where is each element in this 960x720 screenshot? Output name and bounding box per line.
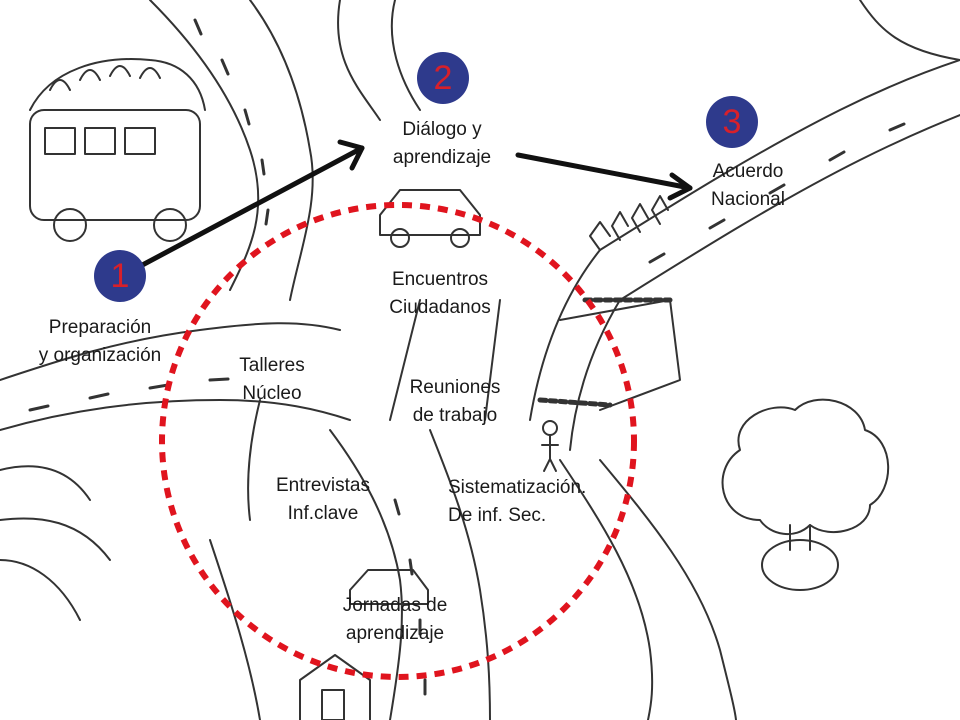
activity-jornadas: Jornadas de aprendizaje	[310, 592, 480, 648]
stage-2-number: 2	[433, 58, 453, 97]
tree-icon	[721, 398, 890, 591]
activity-encuentros: Encuentros Ciudadanos	[360, 266, 520, 322]
activity-talleres-line-1: Talleres	[239, 355, 305, 376]
activity-entrevistas-line-2: Inf.clave	[287, 503, 359, 524]
stage-2-badge: 2	[417, 52, 469, 104]
activity-entrevistas: Entrevistas Inf.clave	[248, 472, 398, 528]
stage-1-label-line-2: y organización	[38, 345, 162, 366]
activity-reuniones-line-1: Reuniones	[409, 377, 501, 398]
flow-arrows	[130, 139, 693, 273]
arrow-2-to-3-head	[667, 172, 693, 201]
activity-sistematizacion: Sistematización. De inf. Sec.	[448, 474, 638, 530]
activity-reuniones-line-2: de trabajo	[412, 405, 498, 426]
stage-2-label-line-1: Diálogo y	[402, 119, 482, 140]
activity-entrevistas-line-1: Entrevistas	[276, 475, 370, 496]
stage-3-badge: 3	[706, 96, 758, 148]
arrow-2-to-3	[515, 152, 693, 191]
stage-3-label-line-2: Nacional	[711, 189, 785, 210]
stage-1-badge: 1	[94, 250, 146, 302]
activity-reuniones: Reuniones de trabajo	[380, 374, 530, 430]
arrow-1-to-2-head	[337, 139, 365, 171]
activities-circle	[159, 202, 637, 680]
activity-encuentros-line-1: Encuentros	[391, 269, 489, 290]
stage-3-number: 3	[722, 102, 742, 141]
stage-2-label-line-2: aprendizaje	[392, 147, 492, 168]
stage-1-number: 1	[110, 256, 130, 295]
stage-3-label-line-1: Acuerdo	[712, 161, 784, 182]
activity-sistematizacion-line-2: De inf. Sec.	[448, 505, 547, 526]
person-icon	[541, 420, 559, 472]
activity-jornadas-line-1: Jornadas de	[342, 595, 448, 616]
arrow-1-to-2	[130, 145, 365, 273]
stage-1-label-line-1: Preparación	[48, 317, 152, 338]
activity-encuentros-line-2: Ciudadanos	[389, 297, 491, 318]
bus-icon	[29, 58, 206, 242]
house-icon	[299, 654, 371, 720]
bridge-icon	[537, 195, 681, 411]
activity-jornadas-line-2: aprendizaje	[345, 623, 445, 644]
stage-2-label: Diálogo y aprendizaje	[362, 116, 522, 172]
stage-1-label: Preparación y organización	[10, 314, 190, 370]
activity-talleres: Talleres Núcleo	[212, 352, 332, 408]
car-icon	[379, 189, 481, 248]
activity-talleres-line-2: Núcleo	[242, 383, 302, 404]
activity-sistematizacion-line-1: Sistematización.	[448, 477, 587, 498]
stage-3-label: Acuerdo Nacional	[678, 158, 818, 214]
